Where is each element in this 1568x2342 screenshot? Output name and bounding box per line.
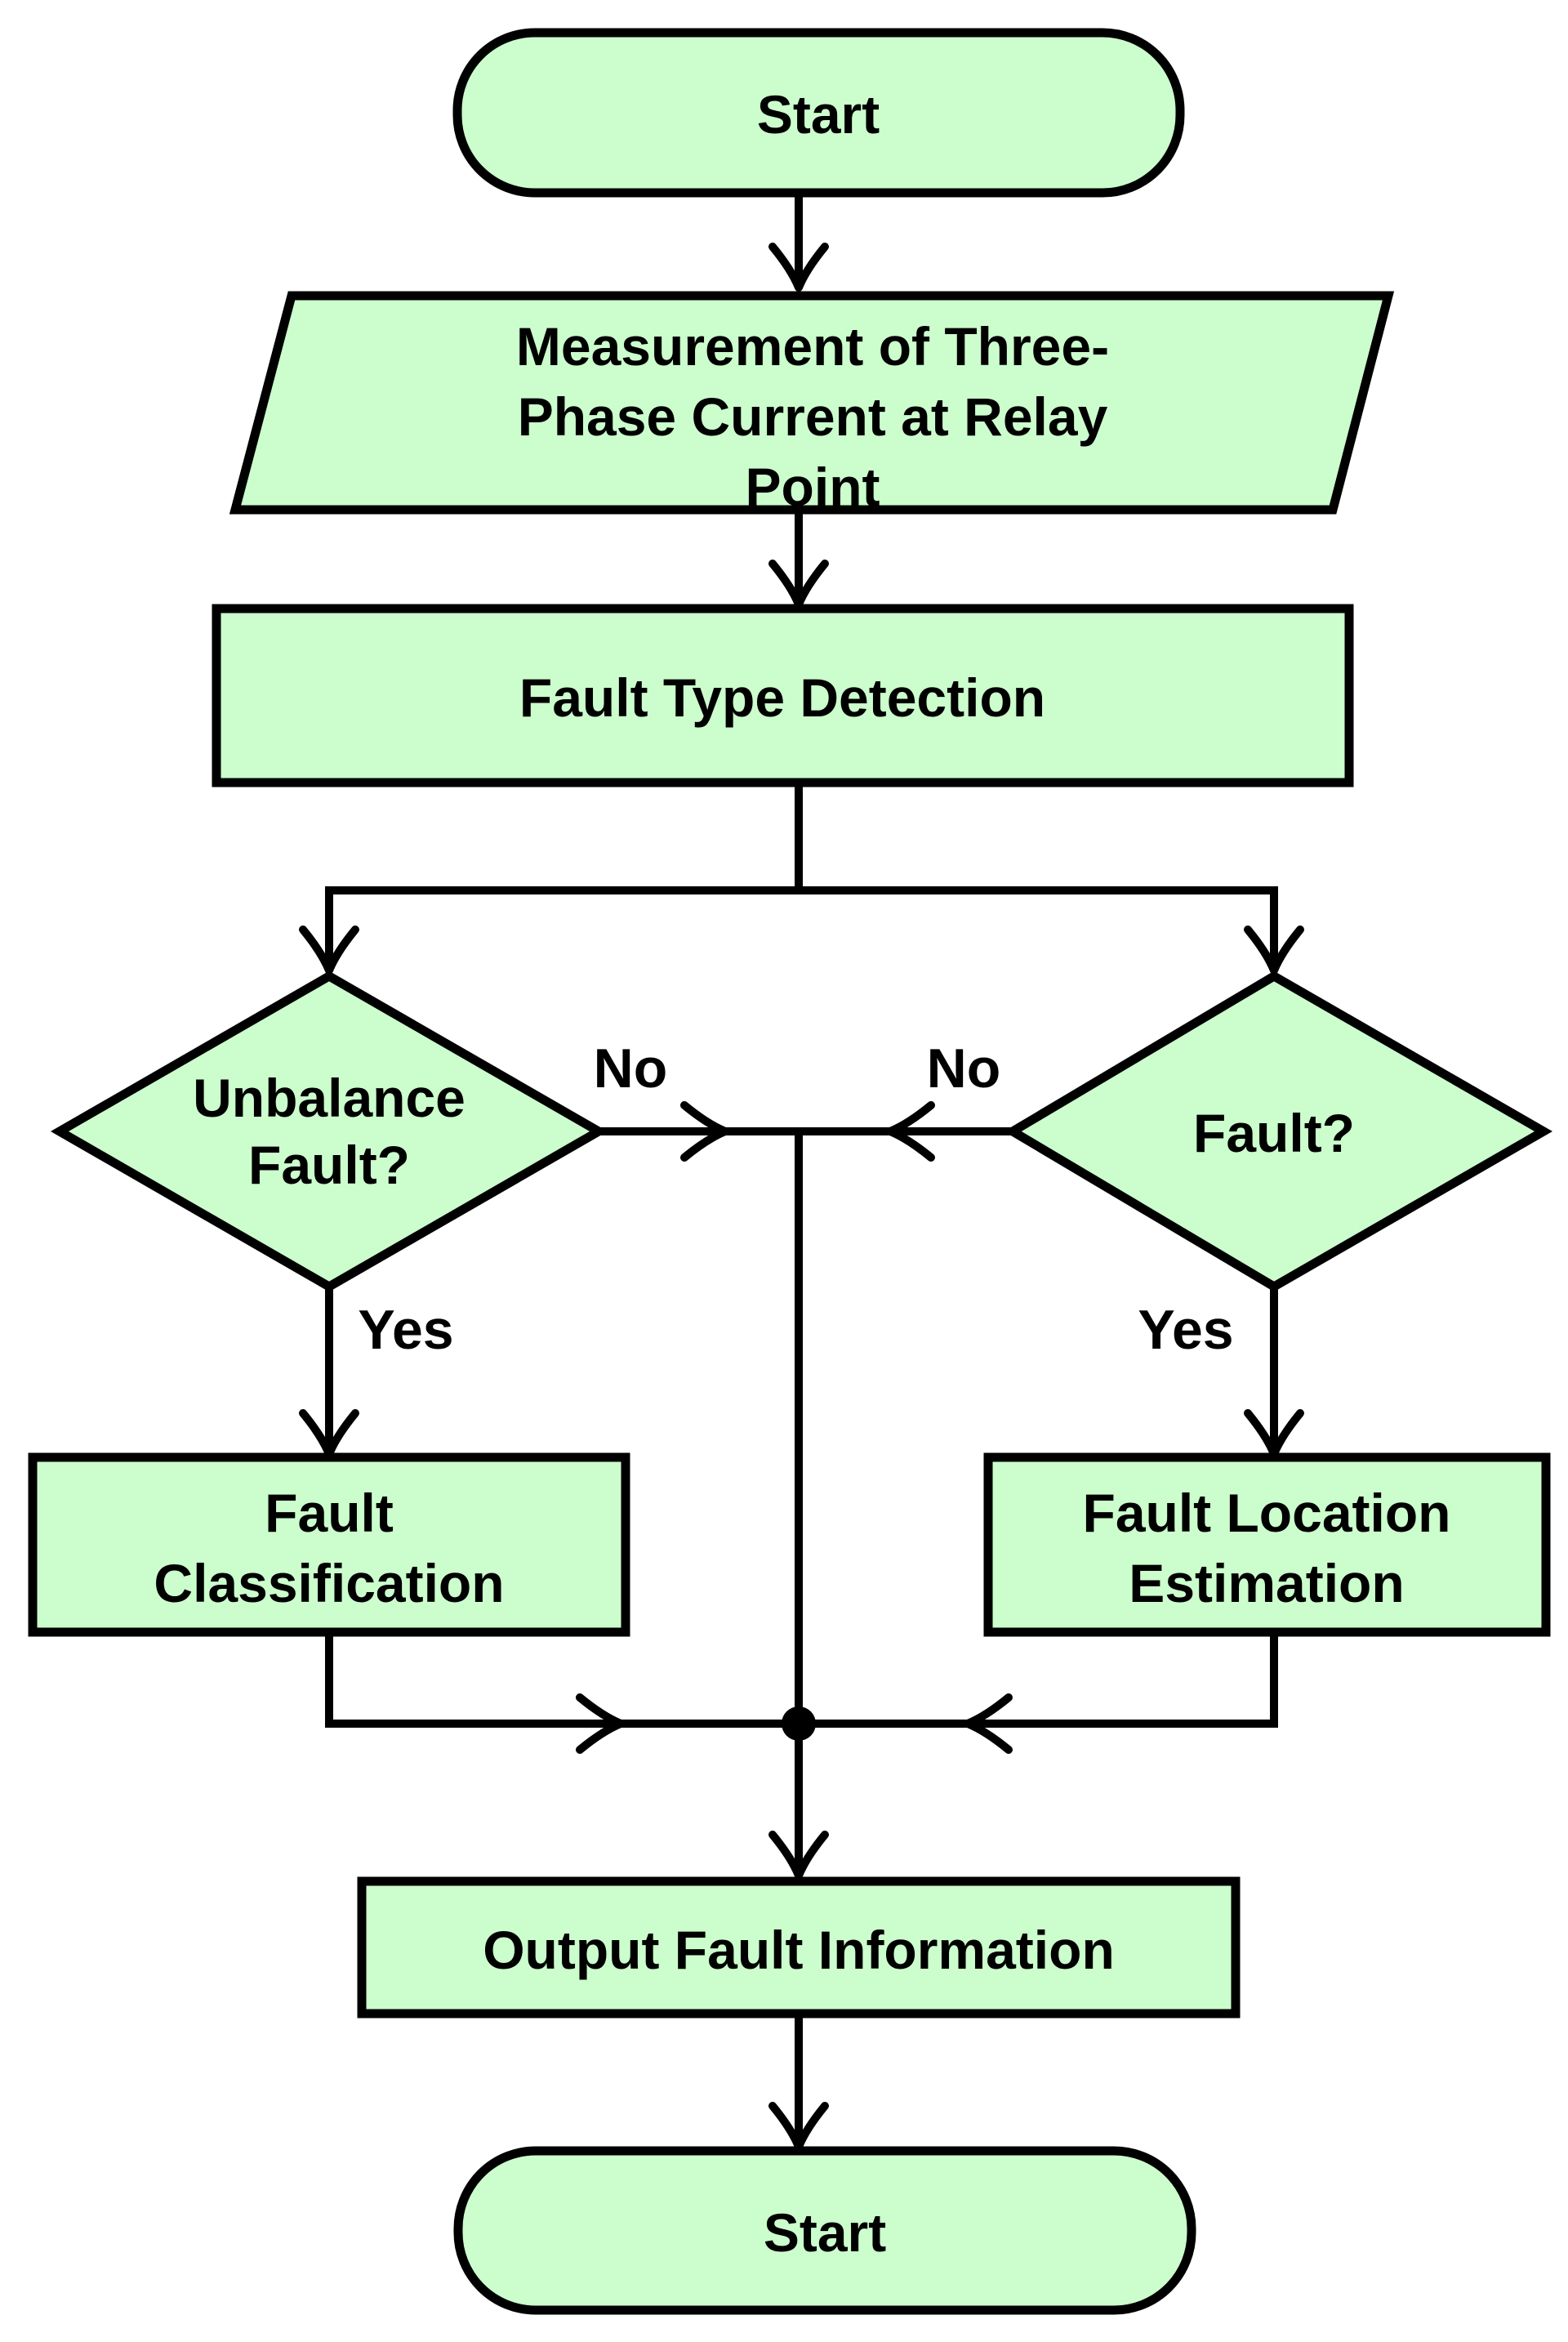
start-bottom-label: Start	[764, 2202, 886, 2263]
edge-branch-split	[325, 783, 1278, 967]
arrowhead-down-icon	[1244, 926, 1304, 975]
edge-labels: No No Yes Yes	[358, 1037, 1233, 1361]
fault-classification-label-line1: Fault	[265, 1483, 394, 1543]
start-top-label: Start	[757, 84, 880, 145]
fault-location-estimation-shape	[983, 1452, 1551, 1637]
measurement-shape	[229, 291, 1395, 515]
fault-location-estimation-node: Fault Location Estimation	[983, 1452, 1551, 1637]
start-bottom-shape	[453, 2146, 1196, 2315]
start-node-top: Start	[452, 28, 1185, 198]
fault-type-detection-label: Fault Type Detection	[519, 667, 1045, 728]
fault-decision: Fault?	[1004, 970, 1553, 1292]
unbalance-fault-decision: Unbalance Fault?	[50, 970, 608, 1292]
merge-junction-dot	[782, 1706, 816, 1741]
output-fault-information-node: Output Fault Information	[357, 1876, 1241, 2019]
output-fault-information-shape	[357, 1876, 1241, 2019]
unbalance-fault-label-line2: Fault?	[248, 1135, 410, 1195]
arrowhead-right-icon	[576, 1693, 625, 1754]
arrowhead-down-icon	[768, 1831, 829, 1880]
fault-location-estimation-label-line2: Estimation	[1129, 1553, 1404, 1613]
arrowhead-down-icon	[768, 243, 829, 292]
measurement-label-line1: Measurement of Three-	[516, 316, 1109, 377]
measurement-label-line3: Point	[746, 457, 880, 517]
start-top-shape	[452, 28, 1185, 198]
arrowhead-right-icon	[680, 1101, 729, 1162]
arrowhead-down-icon	[299, 926, 359, 975]
unbalance-yes-label: Yes	[358, 1299, 453, 1361]
fault-type-detection-node: Fault Type Detection	[212, 604, 1354, 787]
start-node-bottom: Start	[453, 2146, 1196, 2315]
fault-location-estimation-label-line1: Fault Location	[1083, 1483, 1451, 1543]
arrowhead-left-icon	[886, 1101, 935, 1162]
arrowhead-left-icon	[964, 1693, 1013, 1754]
unbalance-no-label: No	[594, 1037, 668, 1100]
output-fault-information-label: Output Fault Information	[483, 1920, 1115, 1980]
fault-classification-shape	[28, 1452, 630, 1637]
fault-yes-label: Yes	[1138, 1299, 1233, 1361]
fault-classification-node: Fault Classification	[28, 1452, 630, 1637]
fault-label: Fault?	[1193, 1103, 1355, 1163]
measurement-label-line2: Phase Current at Relay	[518, 386, 1108, 447]
measurement-node: Measurement of Three- Phase Current at R…	[229, 291, 1395, 517]
edge-merge	[325, 1632, 1278, 1728]
unbalance-fault-label-line1: Unbalance	[193, 1068, 466, 1128]
unbalance-fault-shape	[50, 970, 608, 1292]
fault-classification-label-line2: Classification	[154, 1553, 504, 1613]
fault-shape	[1004, 970, 1553, 1292]
fault-no-label: No	[927, 1037, 1001, 1100]
fault-type-detection-shape	[212, 604, 1354, 787]
